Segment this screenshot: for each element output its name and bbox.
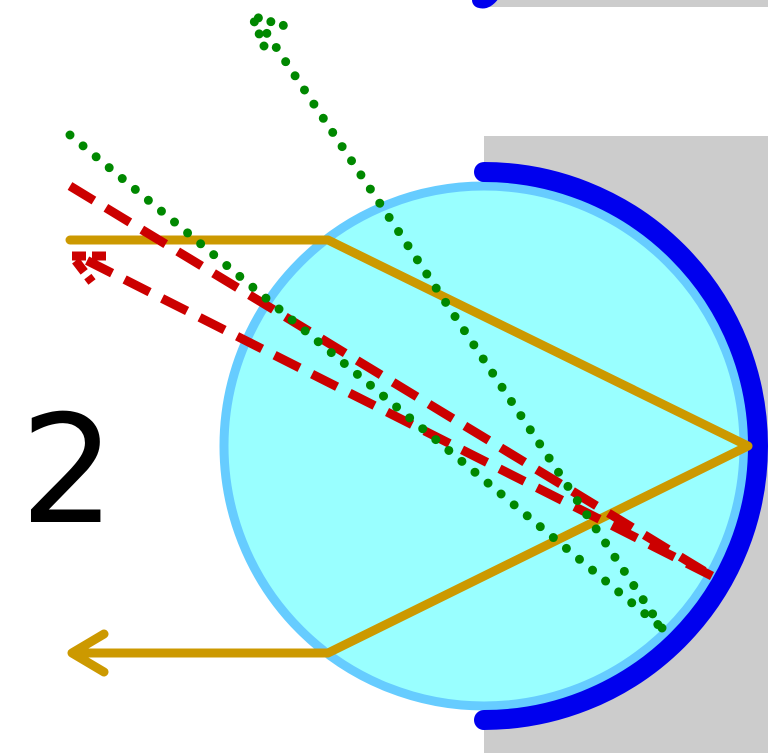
panel-label: 2: [20, 384, 115, 558]
upper-wall-block: [484, 0, 768, 7]
dotted-ray-incoming: [65, 130, 667, 633]
dashed-ray-returning: [79, 253, 715, 581]
solid-ray-path: [65, 235, 753, 658]
mirror-coating: [474, 162, 768, 730]
solid-ray-arrowhead: [67, 629, 109, 677]
dotted-ray-returning: [253, 15, 667, 633]
dotted-ray-arrowhead: [244, 9, 297, 51]
dashed-ray-arrowhead: [67, 251, 106, 285]
